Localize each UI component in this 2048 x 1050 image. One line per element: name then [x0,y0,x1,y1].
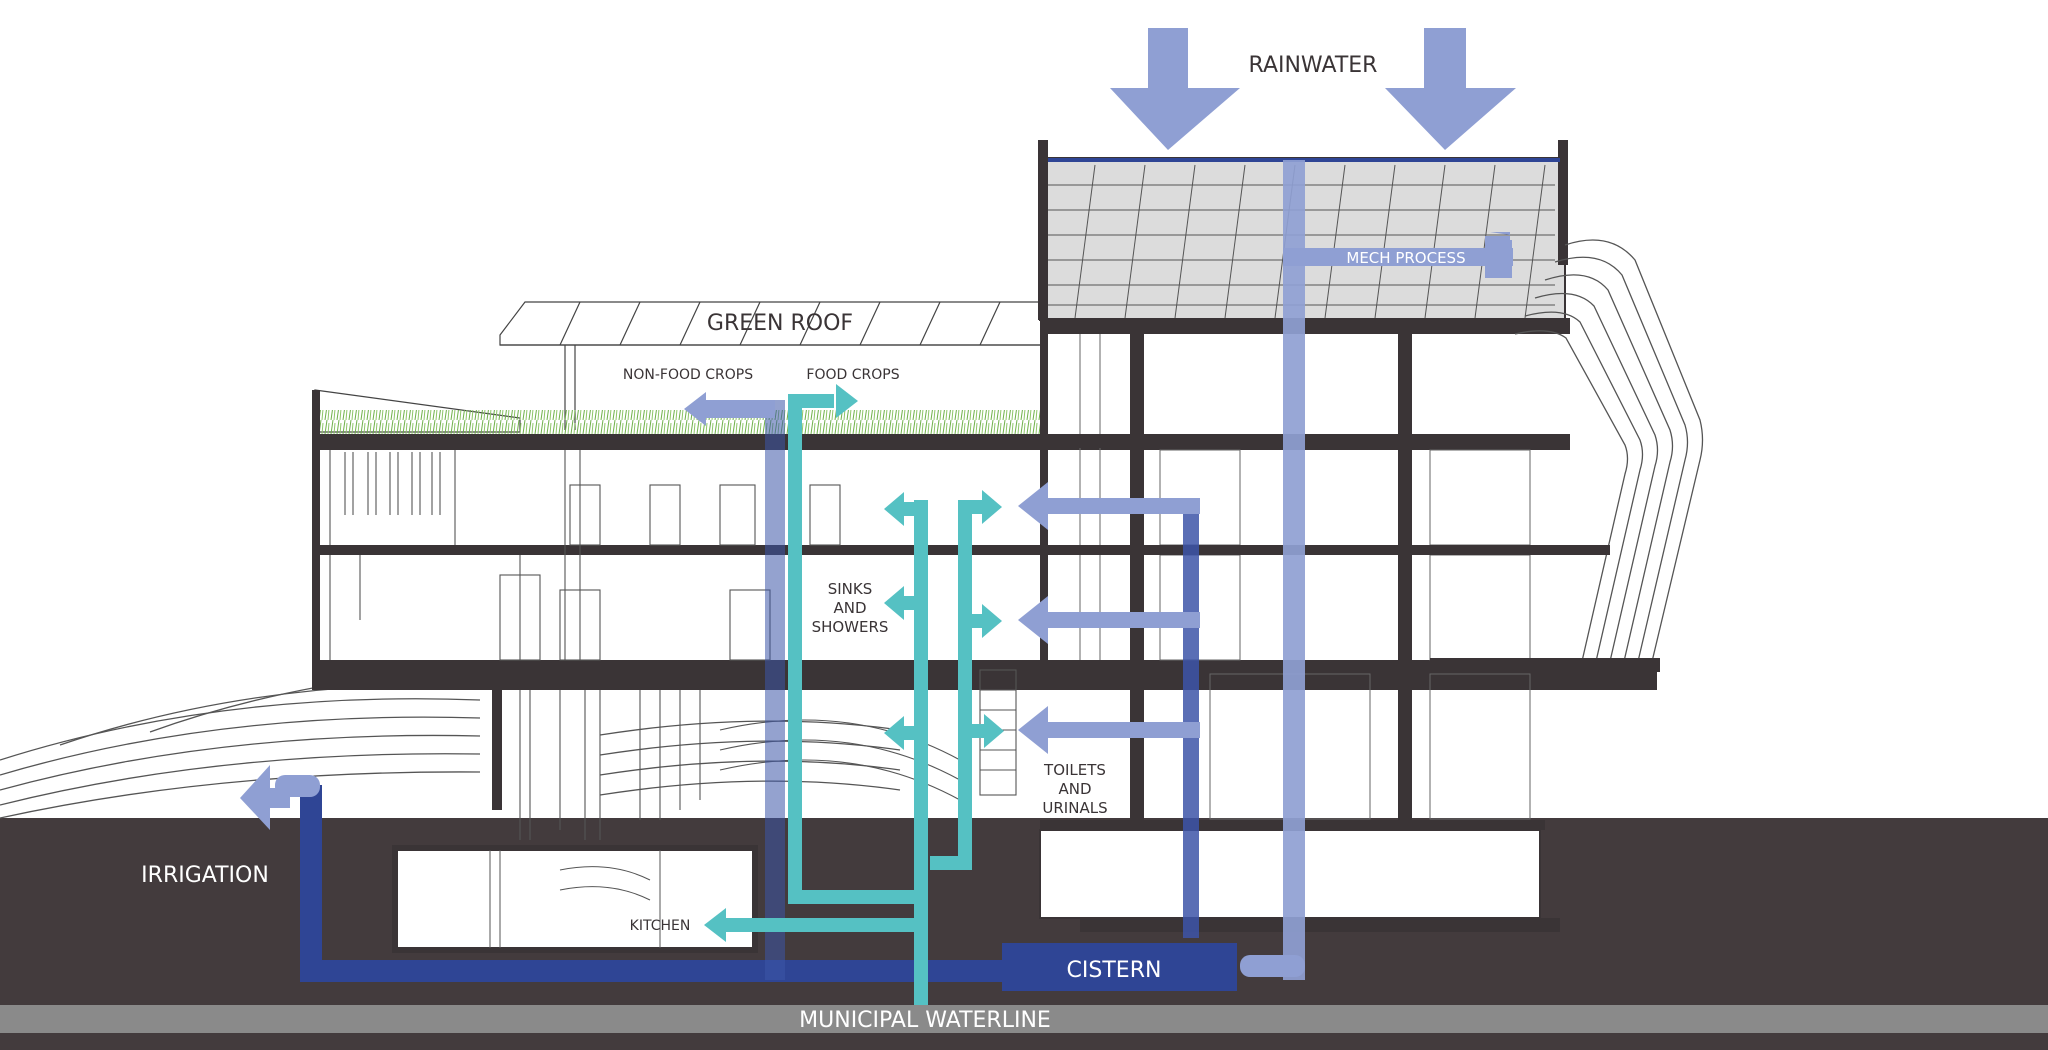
sinks-arrow-right-top [982,490,1002,524]
ramp-slab [1430,658,1660,672]
food-crops-label: FOOD CROPS [806,367,899,383]
cistern-label: CISTERN [1067,958,1162,983]
non-food-crops-arrow [684,392,706,426]
ground-step-right [1530,818,2048,1050]
roof-grass [320,410,1045,434]
toilets-arrow-right [984,714,1004,748]
curved-ramp [1514,239,1704,671]
irrigation-label: IRRIGATION [141,863,269,888]
food-crops-arrow [836,384,858,418]
rainwater-flow [1110,28,1516,980]
toilets-label-1: TOILETS [1043,761,1106,779]
kitchen-arrow [704,908,726,942]
recycled-arrow-lower [1018,706,1048,754]
toilets-label-3: URINALS [1042,799,1107,817]
atrium-interior [492,669,1017,840]
ramp-slab-upper [1430,545,1610,555]
tower-slabs [1048,434,1608,555]
toilets-label-2: AND [1058,780,1091,798]
cistern-tank [1002,943,1237,991]
municipal-waterline-label: MUNICIPAL WATERLINE [799,1008,1051,1033]
rainwater-label: RAINWATER [1249,53,1378,78]
non-food-crops-label: NON-FOOD CROPS [623,367,753,383]
toilets-arrow-left [884,716,904,750]
potable-water-flow [704,384,1004,1005]
recycled-arrow-middle [1018,596,1048,644]
sinks-label-3: SHOWERS [812,618,889,636]
irrigation-arrow [240,765,270,830]
mech-process-band [1283,248,1513,266]
mech-process-label: MECH PROCESS [1346,249,1465,267]
sinks-arrow-left-mid [884,586,904,620]
kitchen-branch [718,918,928,932]
rainwater-arrow-left [1110,28,1240,150]
kitchen-label: KITCHEN [630,918,691,934]
rainwater-downpipe [1283,160,1305,980]
kitchen-room [392,845,758,953]
left-block-interior [329,450,841,661]
green-roof-label: GREEN ROOF [707,311,853,336]
sinks-arrow-left-top [884,492,904,526]
municipal-riser [914,500,928,1005]
irrigation-main [300,960,1005,982]
rainwater-arrow-right [1385,28,1516,150]
green-roof-canopy [499,301,1046,430]
recycled-arrow-upper [1018,482,1048,530]
sinks-label-2: AND [833,599,866,617]
sinks-label-1: SINKS [828,580,873,598]
municipal-waterline-bar [0,1005,2048,1033]
recycled-water-flow [240,392,1237,991]
sinks-arrow-right-mid [982,604,1002,638]
